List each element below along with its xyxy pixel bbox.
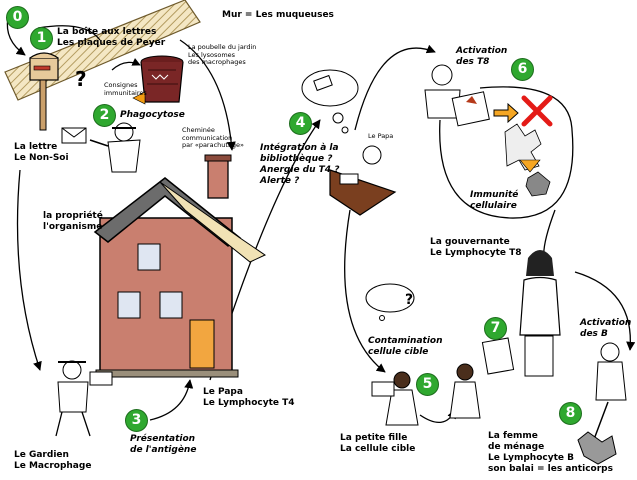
- phagocytose-figure: [89, 122, 141, 173]
- house-icon: [93, 154, 267, 378]
- label-mur: Mur = Les muqueuses: [222, 10, 334, 20]
- papa-figure: [301, 69, 397, 216]
- label-contamination: Contamination cellule cible: [368, 336, 443, 357]
- label-lettre: La lettre Le Non-Soi: [14, 142, 69, 163]
- svg-text:?: ?: [405, 292, 413, 308]
- step-badge-8: 8: [559, 402, 582, 425]
- label-cheminee: Cheminée communication par «parachutage»: [182, 126, 245, 149]
- label-papa: Le Papa Le Lymphocyte T4: [203, 387, 295, 408]
- mailbox-icon: [29, 52, 59, 131]
- label-immunite: Immunité cellulaire: [470, 190, 519, 211]
- gouvernante-figure: [519, 250, 561, 377]
- label-gardien: Le Gardien Le Macrophage: [14, 450, 92, 471]
- step-badge-5: 5: [416, 373, 439, 396]
- step-badge-0: 0: [6, 6, 29, 29]
- question-mark: ?: [75, 67, 87, 91]
- label-consignes: Consignes immunitaires: [104, 81, 147, 97]
- step-badge-1: 1: [30, 27, 53, 50]
- petite-fille-figure: ?: [365, 283, 515, 426]
- gardien-figure: [55, 360, 113, 437]
- step-badge-3: 3: [125, 409, 148, 432]
- step-badge-2: 2: [93, 104, 116, 127]
- trash-can-icon: [140, 55, 184, 103]
- step-badge-7: 7: [484, 317, 507, 340]
- t8-scene: [424, 64, 553, 197]
- label-phagocytose: Phagocytose: [120, 110, 185, 120]
- label-papa-small: Le Papa: [368, 132, 394, 140]
- label-integration: Intégration à la bibliothèque ? Anergie …: [260, 143, 340, 186]
- label-gouvernante: La gouvernante Le Lymphocyte T8: [430, 237, 522, 258]
- label-boite: La boîte aux lettres Les plaques de Peye…: [57, 27, 166, 48]
- step-badge-4: 4: [289, 112, 312, 135]
- label-femme: La femme de ménage Le Lymphocyte B son b…: [488, 431, 613, 474]
- label-poubelle: La poubelle du jardin Les lysosomes des …: [188, 43, 257, 66]
- label-activation-b: Activation des B: [580, 318, 632, 339]
- envelope-icon: [61, 127, 87, 144]
- label-presentation: Présentation de l'antigène: [130, 434, 197, 455]
- step-badge-6: 6: [511, 58, 534, 81]
- label-activation-t8: Activation des T8: [456, 46, 508, 67]
- label-petite-fille: La petite fille La cellule cible: [340, 433, 416, 454]
- label-propriete: la propriété l'organisme: [43, 211, 103, 232]
- femme-figure: [577, 342, 627, 465]
